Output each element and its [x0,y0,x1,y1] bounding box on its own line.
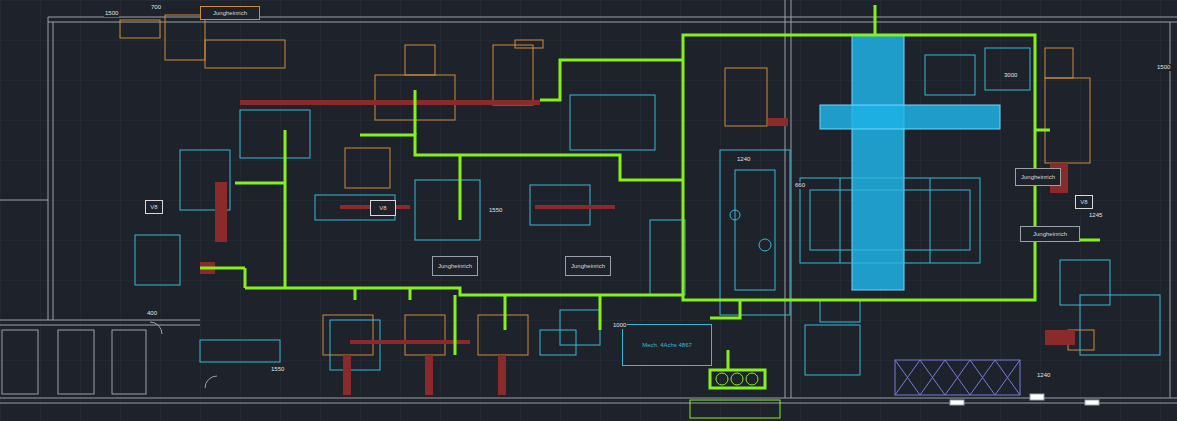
compressor-station [690,373,780,418]
machine-frame [720,150,980,315]
dimension-label: 1240 [1036,372,1051,379]
machine-box: Jungheinrich [565,256,611,276]
dimension-label: 700 [150,4,162,11]
machine-box: Jungheinrich [432,256,478,276]
dimension-label: 1245 [1088,212,1103,219]
machine-label: Jungheinrich [1033,231,1067,238]
machine-outlines [135,48,1160,375]
dimension-label: 1550 [270,366,285,373]
machine-label: Jungheinrich [571,263,605,270]
dimension-label: 1500 [1156,64,1171,71]
machine-label: V8 [379,205,386,212]
conveyor-bars [200,100,1075,395]
walls [0,0,1177,405]
machine-box: Jungheinrich [200,6,260,20]
machine-label: V8 [1080,199,1087,206]
machine-box: V8 [145,200,163,214]
machine-label: Mech. 4Achs 4867 [642,342,692,349]
dimension-label: 1240 [736,156,751,163]
machine-label: Jungheinrich [213,10,247,17]
dimension-label: 400 [146,310,158,317]
dimension-label: 1000 [612,322,627,329]
machine-label: Jungheinrich [438,263,472,270]
dimension-label: 3000 [1003,72,1018,79]
rack-area [895,360,1020,395]
machine-label: Jungheinrich [1021,174,1055,181]
machine-box: V8 [370,200,396,216]
machine-box: Jungheinrich [1020,226,1080,242]
dimension-label: 1550 [488,207,503,214]
machine-box: Jungheinrich [1015,168,1061,186]
dimension-label: 660 [794,182,806,189]
machine-outlines [120,15,1094,355]
machine-label: V8 [150,204,157,211]
supply-lines [200,5,1100,388]
dimension-label: 1500 [104,10,119,17]
machining-center [820,35,1000,290]
machine-box: Mech. 4Achs 4867 [622,324,712,366]
machine-box: V8 [1075,195,1093,209]
